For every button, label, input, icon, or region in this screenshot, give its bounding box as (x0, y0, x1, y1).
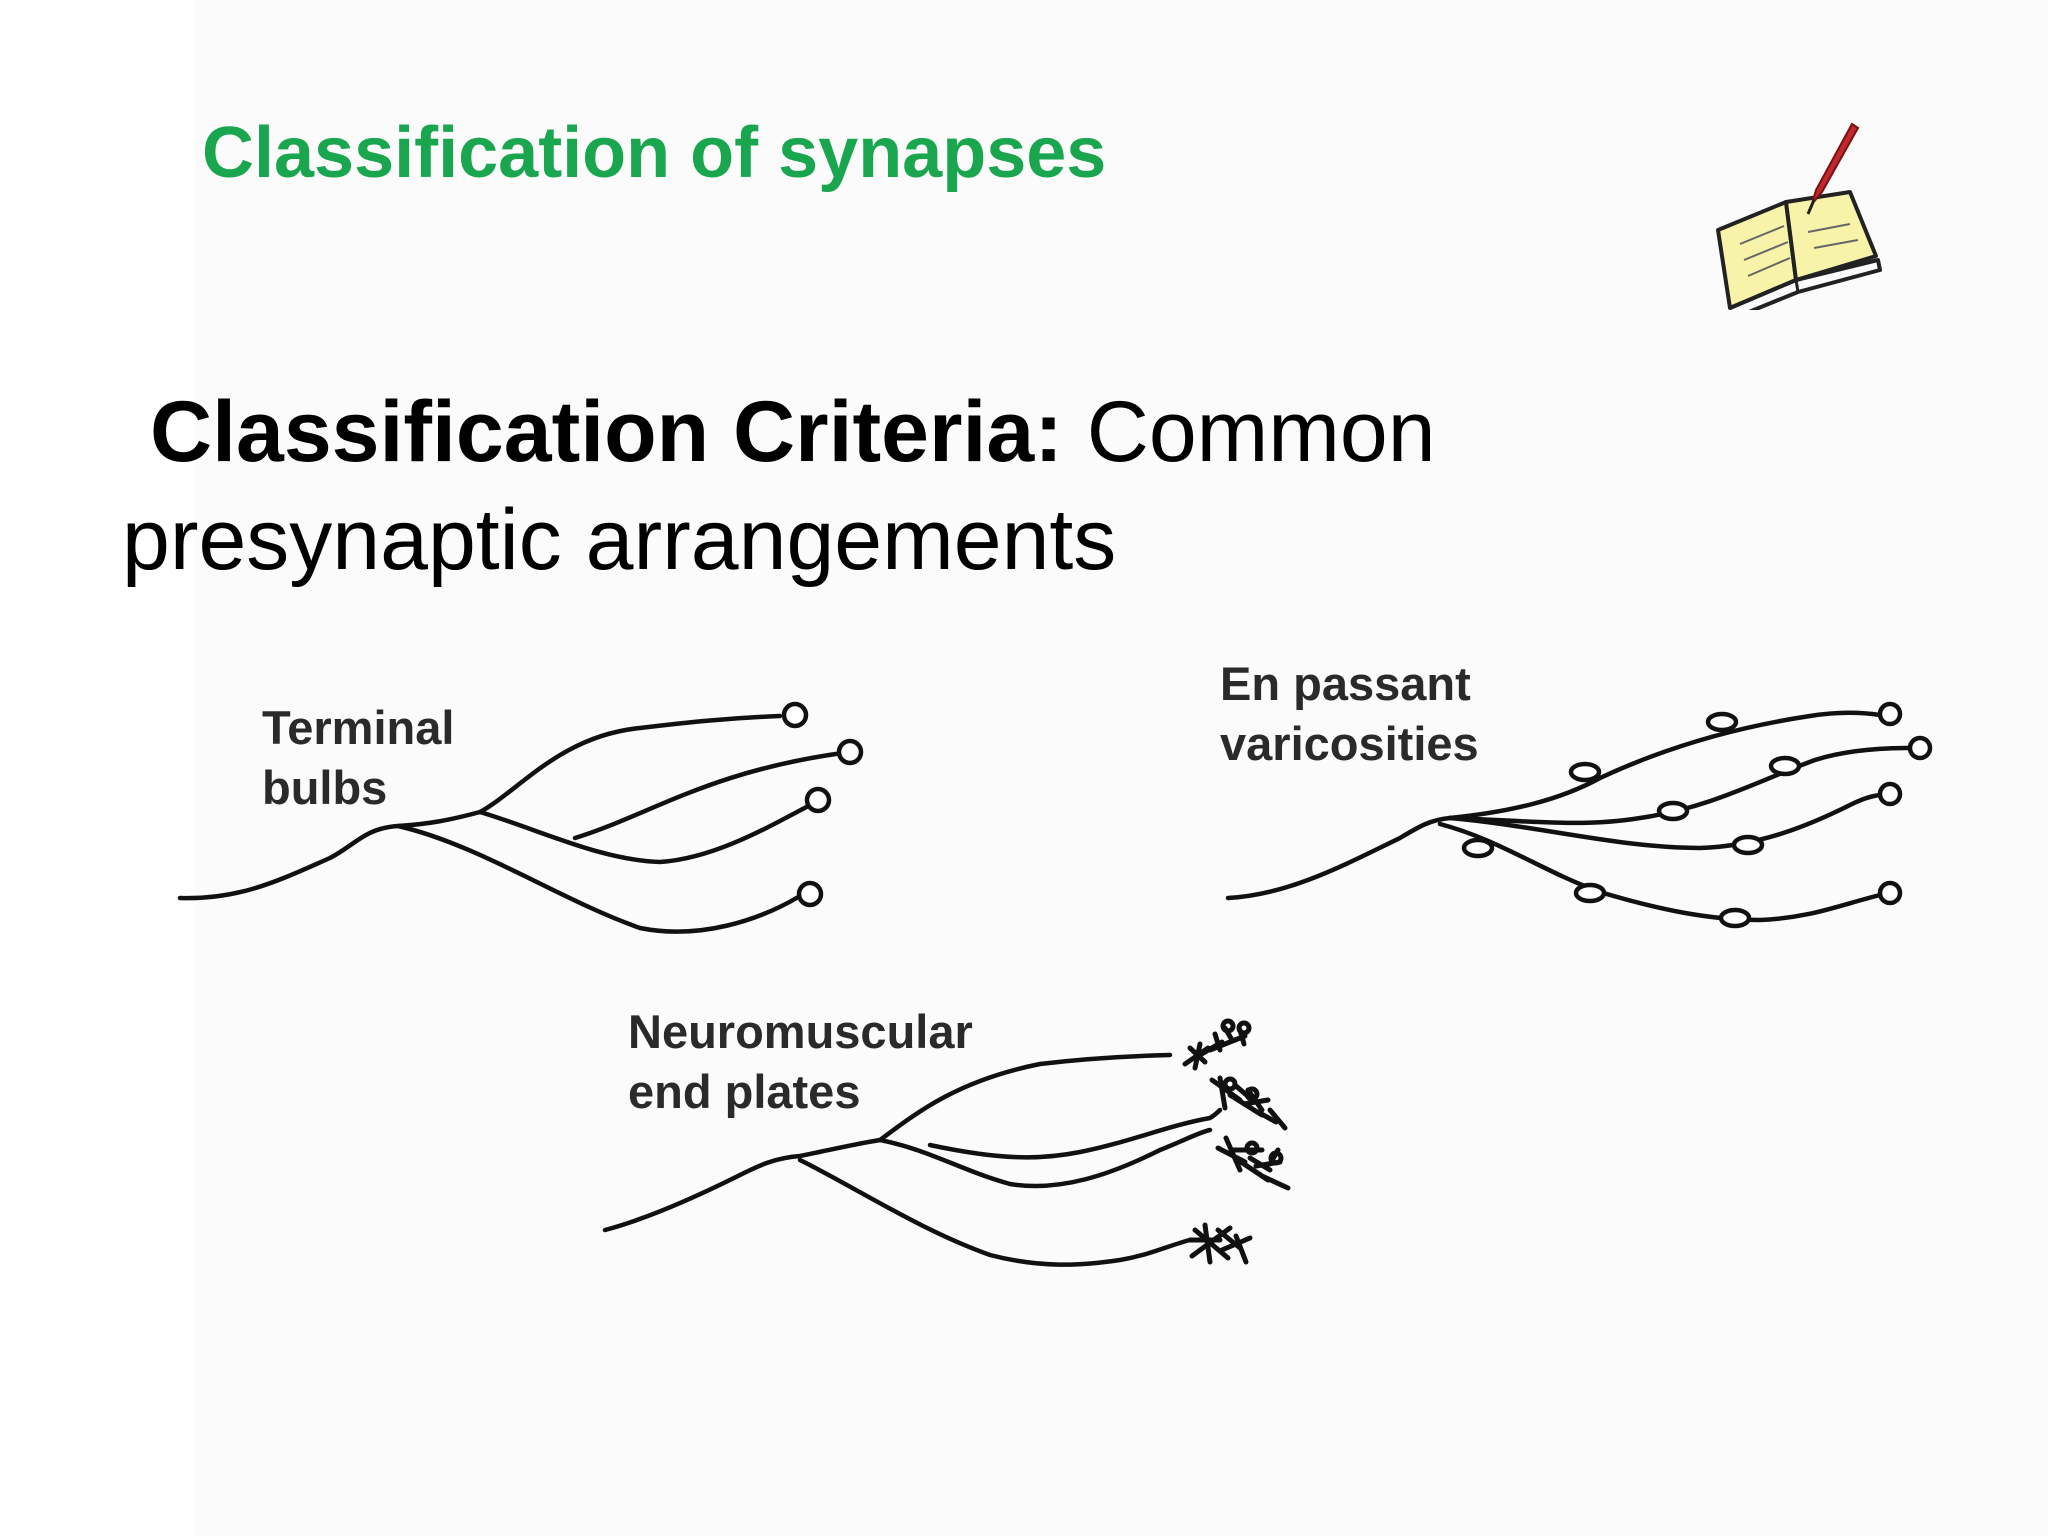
end-plate-2 (1209, 1075, 1288, 1131)
end-plate-4 (1187, 1222, 1253, 1265)
terminal-branch-lower-middle (572, 749, 853, 841)
nmj-branch-lower-middle (927, 1107, 1223, 1160)
nmj-branch-upper-middle (877, 1127, 1213, 1189)
nmj-axon-trunk (602, 1137, 883, 1233)
neuromuscular-end-plates-figure (602, 1052, 1223, 1267)
terminal-bulb-4 (796, 880, 824, 908)
terminal-bulb-2 (836, 738, 864, 766)
en-passant-varicosities-figure (1225, 701, 1933, 929)
varicosity-terminal-4 (1877, 880, 1903, 906)
terminal-bulb-1 (781, 701, 809, 729)
varicosity-4 (1656, 800, 1690, 822)
varicosity-6 (1461, 837, 1495, 859)
varicosity-branch-upper-middle (1447, 745, 1913, 826)
terminal-bulbs-figure (177, 701, 864, 934)
terminal-branch-top (477, 713, 783, 815)
varicosity-8 (1718, 907, 1752, 929)
varicosity-axon-trunk (1225, 815, 1453, 901)
terminal-bulb-3 (804, 786, 832, 814)
varicosity-7 (1573, 882, 1607, 904)
nmj-branch-bottom (797, 1157, 1193, 1267)
terminal-branch-bottom (395, 823, 803, 934)
terminal-bulbs-label: Terminal bulbs (262, 701, 455, 814)
nmj-branch-top (877, 1052, 1173, 1143)
varicosity-terminal-1 (1877, 701, 1903, 727)
criteria-text: Classification Criteria: Common presynap… (122, 378, 1722, 594)
varicosity-branch-bottom (1437, 821, 1883, 923)
terminal-branch-upper-middle (477, 797, 823, 865)
slide-title: Classification of synapses (202, 113, 1107, 193)
varicosity-terminal-2 (1907, 735, 1933, 761)
criteria-lead: Classification Criteria: (150, 384, 1063, 480)
criteria-rest: Common presynaptic arrangements (122, 384, 1436, 588)
varicosity-3 (1768, 755, 1802, 777)
varicosity-terminal-3 (1877, 781, 1903, 807)
book-with-quill-icon (1716, 122, 1882, 310)
end-plate-1 (1182, 1018, 1252, 1071)
varicosity-2 (1568, 761, 1602, 783)
end-plate-3 (1215, 1135, 1291, 1191)
en-passant-varicosities-label: En passant varicosities (1220, 657, 1479, 770)
varicosity-1 (1705, 711, 1739, 733)
neuromuscular-end-plates-label: Neuromuscular end plates (628, 1005, 973, 1118)
varicosity-5 (1731, 834, 1765, 856)
varicosity-branch-top (1447, 710, 1883, 821)
terminal-axon-trunk (177, 809, 483, 901)
